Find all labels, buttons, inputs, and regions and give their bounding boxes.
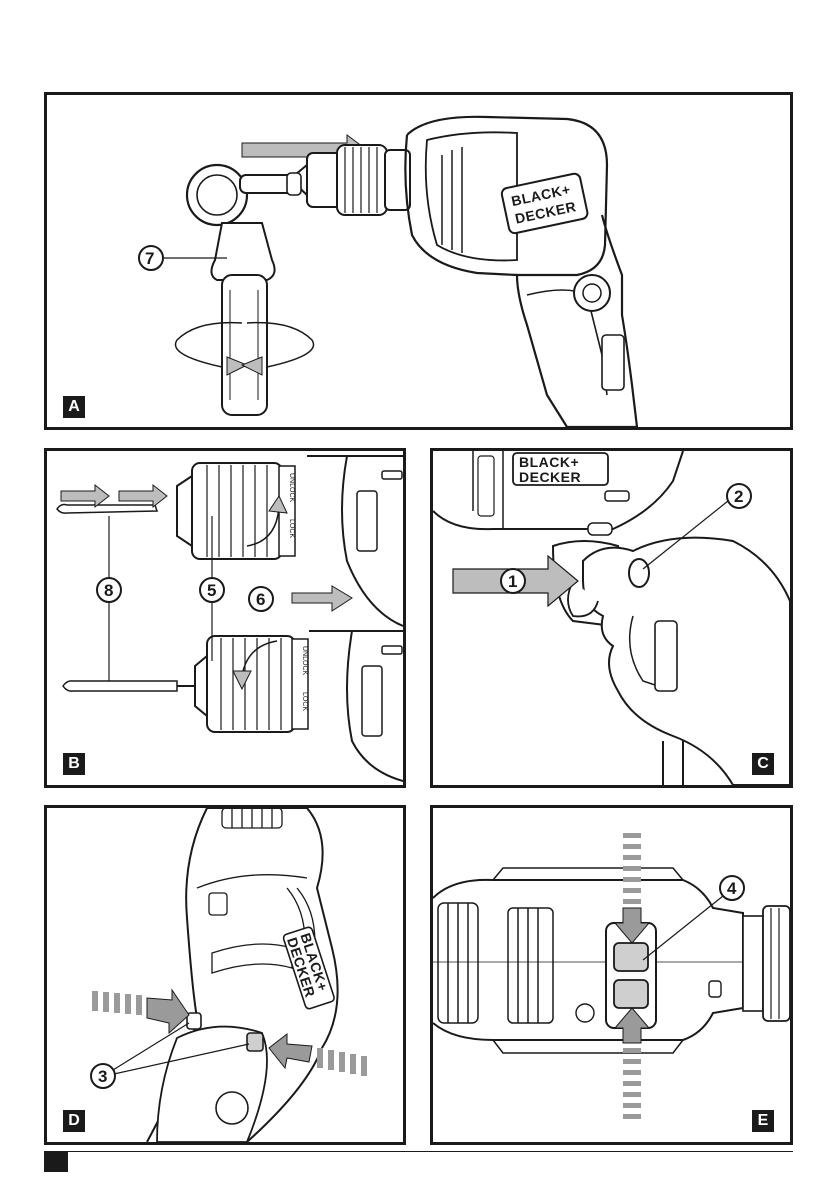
callout-5: 5 [207,581,216,600]
drill-with-side-handle-illustration: BLACK+ DECKER 7 [47,95,790,427]
mode-selector-illustration: 4 [433,808,790,1142]
panel-label-e: E [752,1110,774,1132]
figure-panel-a: BLACK+ DECKER 7 A [44,92,793,430]
callout-8: 8 [104,581,113,600]
panel-label-b: B [63,753,85,775]
callout-3: 3 [98,1067,107,1086]
footer-rule [44,1151,793,1152]
figure-panel-c: BLACK+ DECKER 1 2 C [430,448,793,788]
chuck-top-lock-label: LOCK [288,519,295,538]
rotation-selector-illustration: BLACK+ DECKER 3 [47,808,403,1142]
figure-panel-e: 4 E [430,805,793,1145]
chuck-bottom-unlock-label: UNLOCK [301,646,308,676]
chuck-top-unlock-label: UNLOCK [288,473,295,503]
trigger-and-lock-button-illustration: BLACK+ DECKER 1 2 [433,451,790,785]
panel-label-c: C [752,753,774,775]
callout-4: 4 [727,879,737,898]
callout-1: 1 [508,572,517,591]
panel-label-a: A [63,396,85,418]
figure-panel-d: BLACK+ DECKER 3 D [44,805,406,1145]
brand-logo-c-line1: BLACK+ [519,454,579,470]
chuck-lock-unlock-illustration: UNLOCK LOCK UNLOCK LOCK 8 5 6 [47,451,403,785]
page-tab-marker [44,1152,68,1172]
callout-6: 6 [256,590,265,609]
brand-logo-c-line2: DECKER [519,469,581,485]
callout-2: 2 [734,487,743,506]
chuck-bottom-lock-label: LOCK [301,692,308,711]
callout-7: 7 [145,249,154,268]
panel-label-d: D [63,1110,85,1132]
figure-panel-b: UNLOCK LOCK UNLOCK LOCK 8 5 6 B [44,448,406,788]
